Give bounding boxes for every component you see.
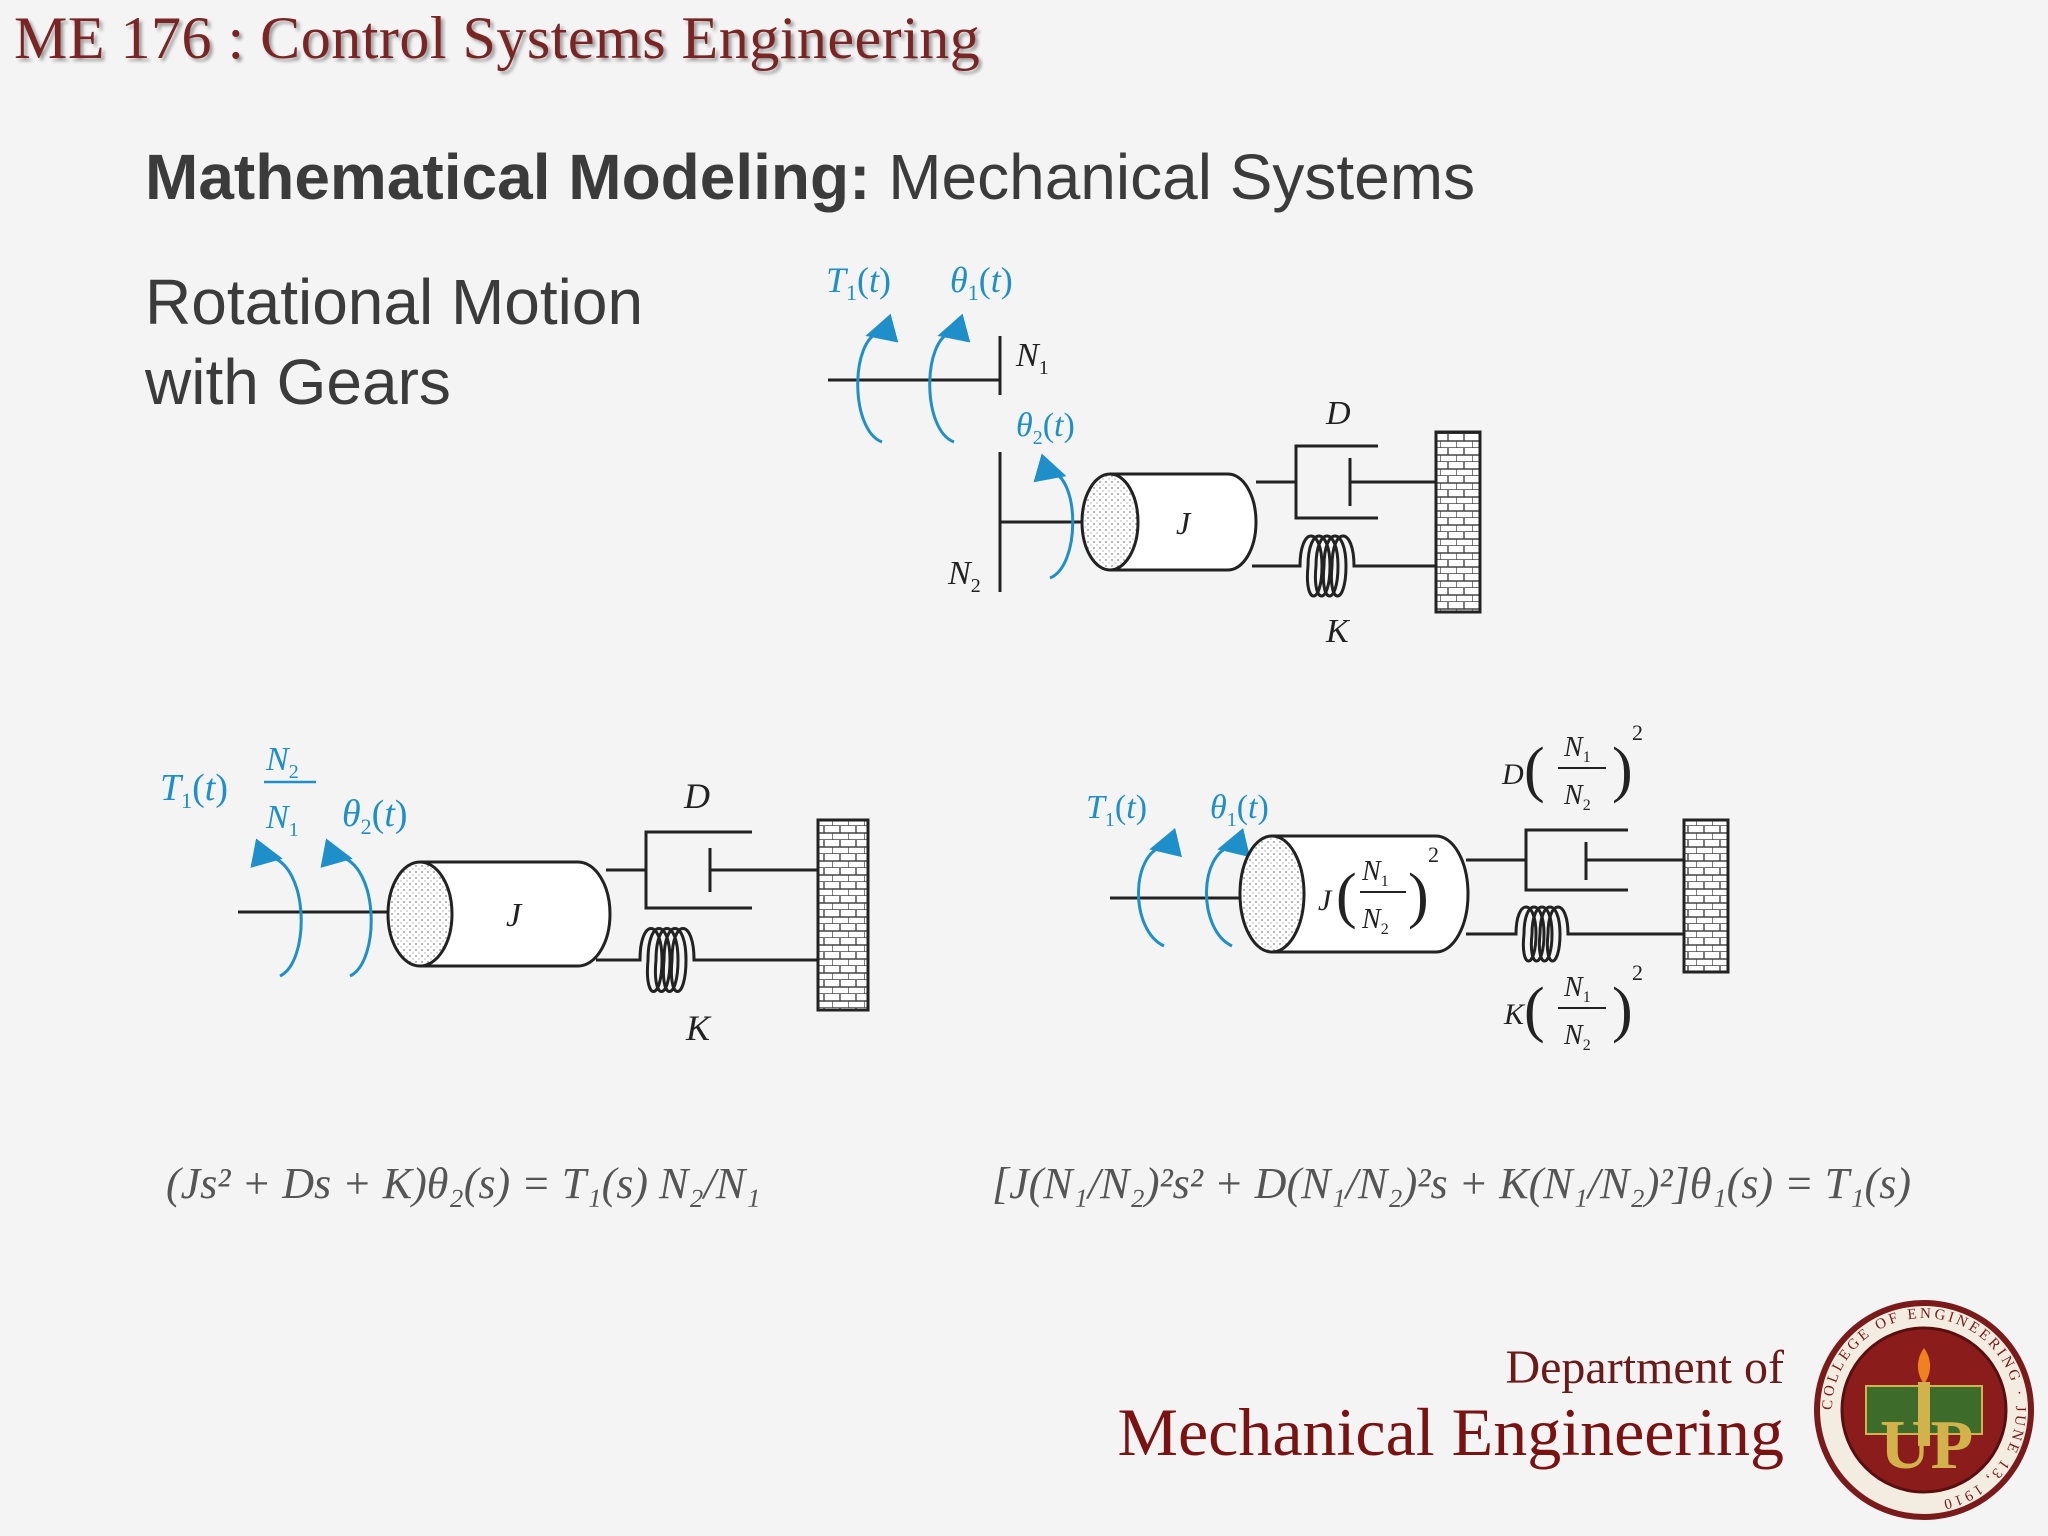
right-J-scaled-label: J ( N1 N2 ) 2 (1318, 842, 1439, 938)
svg-text:N1: N1 (1563, 972, 1591, 1006)
svg-text:N2: N2 (1563, 780, 1591, 814)
left-inertia-body (420, 860, 612, 968)
right-D-scaled-label: D ( N1 N2 ) 2 (1501, 720, 1643, 814)
svg-text:(: ( (1524, 736, 1545, 804)
left-T1-label: T1(t) (160, 767, 228, 813)
right-T1-label: T1(t) (1086, 789, 1147, 831)
dept-line-2: Mechanical Engineering (1117, 1394, 1785, 1470)
top-N2-label: N2 (947, 555, 981, 597)
left-inertia-face (386, 860, 454, 968)
dept-line-1: Department of (1505, 1341, 1784, 1394)
top-D-label: D (1325, 395, 1351, 432)
college-seal-logo: COLLEGE OF ENGINEERING · JUNE 13, 1910 U… (1814, 1300, 2034, 1520)
svg-text:2: 2 (1632, 720, 1643, 745)
right-equivalent-diagram: T1(t) θ1(t) J ( N1 N2 ) 2 D ( N1 N2 ) 2 (1086, 720, 1730, 1054)
right-wall (1682, 818, 1730, 974)
left-equivalent-diagram: T1(t) N2 N1 θ2(t) J D K (160, 741, 870, 1048)
left-theta2-arrow (320, 838, 373, 978)
right-inertia-body (1272, 834, 1470, 954)
left-torque-arrow (250, 838, 303, 978)
top-inertia-face (1080, 472, 1140, 572)
left-theta2-label: θ2(t) (342, 793, 408, 839)
right-damper-housing (1466, 828, 1628, 892)
svg-text:): ) (1408, 862, 1429, 930)
equation-right: [J(N₁/N₂)²s² + D(N₁/N₂)²s + K(N₁/N₂)²]θ₁… (992, 1159, 1911, 1208)
left-ratio-den: N1 (265, 799, 299, 841)
department-footer: Department of Mechanical Engineering (1118, 1340, 1785, 1472)
right-inertia-face (1238, 834, 1306, 954)
subtitle-line-2: with Gears (145, 346, 451, 418)
svg-text:N1: N1 (1563, 732, 1591, 766)
left-D-label: D (683, 776, 710, 816)
top-N1-label: N1 (1015, 337, 1049, 379)
svg-text:2: 2 (1428, 842, 1439, 867)
svg-text:N2: N2 (1563, 1020, 1591, 1054)
right-torque-arrow (1137, 827, 1183, 948)
left-wall (816, 818, 870, 1012)
equation-left: (Js² + Ds + K)θ₂(s) = T₁(s) N₂/N₁ (166, 1159, 761, 1208)
subtitle-line-1: Rotational Motion (145, 266, 644, 338)
slide-title: Mathematical Modeling: Mechanical System… (145, 140, 1475, 214)
top-theta2-label: θ2(t) (1016, 407, 1075, 449)
top-theta1-label: θ1(t) (950, 260, 1013, 305)
svg-text:K: K (1503, 998, 1526, 1031)
top-theta1-arrow (928, 313, 971, 444)
svg-text:J: J (1318, 884, 1333, 917)
svg-text:(: ( (1336, 862, 1357, 930)
left-spring (596, 927, 818, 993)
right-K-scaled-label: K ( N1 N2 ) 2 (1503, 960, 1643, 1054)
left-J-label: J (506, 897, 523, 934)
svg-text:): ) (1612, 736, 1633, 804)
left-damper-housing (606, 830, 752, 910)
left-ratio-num: N2 (265, 741, 299, 783)
svg-text:N1: N1 (1361, 856, 1389, 890)
course-title: ME 176 : Control Systems Engineering (14, 5, 981, 71)
top-spring (1252, 534, 1436, 598)
svg-text:): ) (1612, 976, 1633, 1044)
top-J-label: J (1176, 505, 1192, 541)
right-theta1-label: θ1(t) (1210, 789, 1269, 831)
svg-text:2: 2 (1632, 960, 1643, 985)
top-K-label: K (1325, 613, 1351, 650)
top-wall (1434, 430, 1482, 614)
top-T1-label: T1(t) (826, 260, 891, 305)
slide-title-bold: Mathematical Modeling: (145, 141, 871, 213)
top-torque-arrow (856, 313, 899, 444)
svg-text:UP: UP (1880, 1407, 1973, 1484)
svg-text:D: D (1501, 758, 1524, 791)
top-gear-diagram: T1(t) θ1(t) N1 θ2(t) N2 J D K (826, 260, 1482, 650)
left-K-label: K (685, 1008, 712, 1048)
top-inertia-body (1110, 472, 1258, 572)
top-theta2-arrow (1033, 453, 1075, 580)
svg-text:(: ( (1524, 976, 1545, 1044)
right-theta1-arrow (1205, 827, 1251, 948)
svg-text:N2: N2 (1361, 904, 1389, 938)
slide-title-rest: Mechanical Systems (870, 141, 1476, 213)
right-spring (1466, 905, 1684, 963)
top-damper-housing (1256, 444, 1378, 520)
subtitle: Rotational Motion with Gears (145, 262, 643, 422)
